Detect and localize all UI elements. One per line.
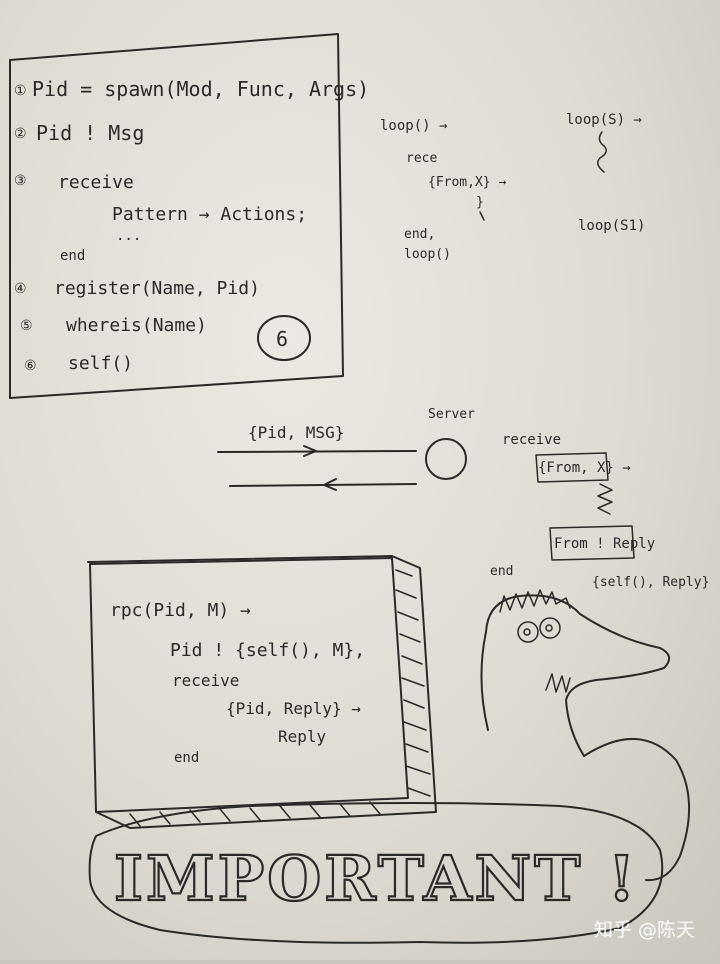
notes-line-spawn: Pid = spawn(Mod, Func, Args) xyxy=(32,77,369,101)
circled-six-text: 6 xyxy=(276,327,288,351)
loop-squiggle xyxy=(597,131,607,173)
notes-number-2: ② xyxy=(14,126,27,142)
server-reply-tuple: {self(), Reply} xyxy=(592,575,709,590)
notes-box-border xyxy=(9,33,344,399)
server-pattern: {From, X} → xyxy=(538,460,631,476)
notes-line-send: Pid ! Msg xyxy=(36,121,144,145)
important-text: IMPORTANT ! xyxy=(114,842,638,915)
notes-number-6: ⑥ xyxy=(24,358,37,374)
creature-eye-right xyxy=(539,617,561,639)
zhihu-watermark: 知乎 @陈天 xyxy=(594,919,695,941)
notes-line-end: end xyxy=(60,248,85,264)
banner-cloud-outline xyxy=(88,802,664,944)
loop-notes: loop() → rece {From,X} → } end, loop() l… xyxy=(380,112,645,262)
rpc-box-hatch-bottom xyxy=(129,801,381,827)
request-arrow-line xyxy=(217,450,417,453)
circled-six-outline xyxy=(257,315,311,361)
server-label: Server xyxy=(428,407,475,422)
creature-pupil-right xyxy=(545,624,553,632)
rpc-box-border xyxy=(89,557,409,813)
loop-s-definition: loop(S) → xyxy=(566,112,642,128)
notes-line-receive: receive xyxy=(58,172,134,193)
creature-back-of-head xyxy=(480,631,489,731)
creature-head-outline xyxy=(485,594,671,757)
cartoon-creature xyxy=(480,589,691,882)
rpc-line-end: end xyxy=(174,750,199,766)
creature-pupil-left xyxy=(523,628,531,636)
notes-line-register: register(Name, Pid) xyxy=(54,278,260,299)
creature-eye-left xyxy=(517,621,539,643)
rpc-line-pattern: {Pid, Reply} → xyxy=(226,699,361,718)
notes-line-self: self() xyxy=(68,353,133,374)
from-pattern-box xyxy=(535,452,609,483)
loop-tick xyxy=(479,211,485,221)
rpc-line-receive: receive xyxy=(172,671,239,690)
rpc-box-shadow-edge xyxy=(87,555,437,829)
server-diagram: {Pid, MSG} Server receive {From, X} → Fr… xyxy=(217,407,709,590)
notes-number-4: ④ xyxy=(14,281,27,297)
server-end: end xyxy=(490,564,513,579)
notes-line-ellipsis: ... xyxy=(116,228,141,244)
rpc-box-hatch-side xyxy=(395,569,431,797)
request-arrow-head xyxy=(303,445,317,457)
server-squiggle xyxy=(597,483,613,515)
notes-number-3: ③ xyxy=(14,173,27,189)
creature-teeth xyxy=(545,673,571,693)
rpc-box: rpc(Pid, M) → Pid ! {self(), M}, receive… xyxy=(87,555,437,829)
notes-line-pattern: Pattern → Actions; xyxy=(112,204,307,225)
notes-line-whereis: whereis(Name) xyxy=(66,315,207,336)
server-send: From ! Reply xyxy=(554,536,655,552)
loop-s1-call: loop(S1) xyxy=(578,218,645,234)
response-arrow-head xyxy=(323,478,337,491)
important-banner: IMPORTANT ! xyxy=(88,802,664,944)
rpc-line-signature: rpc(Pid, M) → xyxy=(110,600,251,621)
rpc-line-send: Pid ! {self(), M}, xyxy=(170,640,365,661)
creature-tail-curve xyxy=(583,737,691,882)
server-receive: receive xyxy=(502,432,561,448)
loop-end: end, xyxy=(404,227,435,242)
notes-number-5: ⑤ xyxy=(20,318,33,334)
notes-box: ① Pid = spawn(Mod, Func, Args) ② Pid ! M… xyxy=(9,33,369,399)
loop-receive: rece xyxy=(406,151,437,166)
loop-call: loop() xyxy=(404,247,451,262)
loop-brace: } xyxy=(476,195,484,210)
notes-number-1: ① xyxy=(14,83,27,99)
server-circle xyxy=(425,438,467,480)
creature-hair xyxy=(499,589,571,613)
message-tuple: {Pid, MSG} xyxy=(248,423,344,442)
loop-definition: loop() → xyxy=(380,118,447,134)
send-reply-box xyxy=(549,525,635,561)
loop-pattern: {From,X} → xyxy=(428,175,506,190)
rpc-line-reply: Reply xyxy=(278,727,327,746)
